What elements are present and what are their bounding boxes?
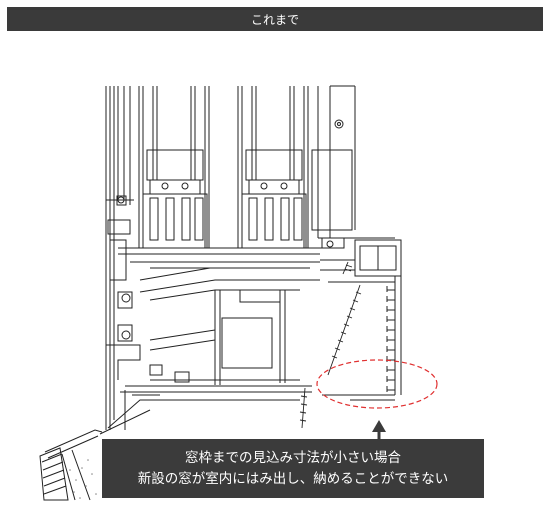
up-arrow-icon <box>372 420 386 441</box>
caption-line-2: 新設の窓が室内にはみ出し、納めることができない <box>137 470 449 487</box>
wall-lines <box>44 394 395 459</box>
sill-rails <box>118 247 330 393</box>
sash-left <box>138 86 210 249</box>
header-bar: これまで <box>7 7 543 31</box>
sash-right <box>237 86 309 249</box>
outer-frame <box>311 85 395 239</box>
insulation-dots <box>69 459 97 499</box>
caption-box: 窓枠までの見込み寸法が小さい場合 新設の窓が室内にはみ出し、納めることができない <box>102 439 484 498</box>
caption-line-1: 窓枠までの見込み寸法が小さい場合 <box>185 449 401 466</box>
wall-block <box>39 447 91 501</box>
left-stops <box>106 219 160 430</box>
frame-profile <box>320 237 402 395</box>
highlight-ellipse <box>316 359 438 409</box>
header-title: これまで <box>250 12 299 27</box>
screws <box>299 261 362 429</box>
